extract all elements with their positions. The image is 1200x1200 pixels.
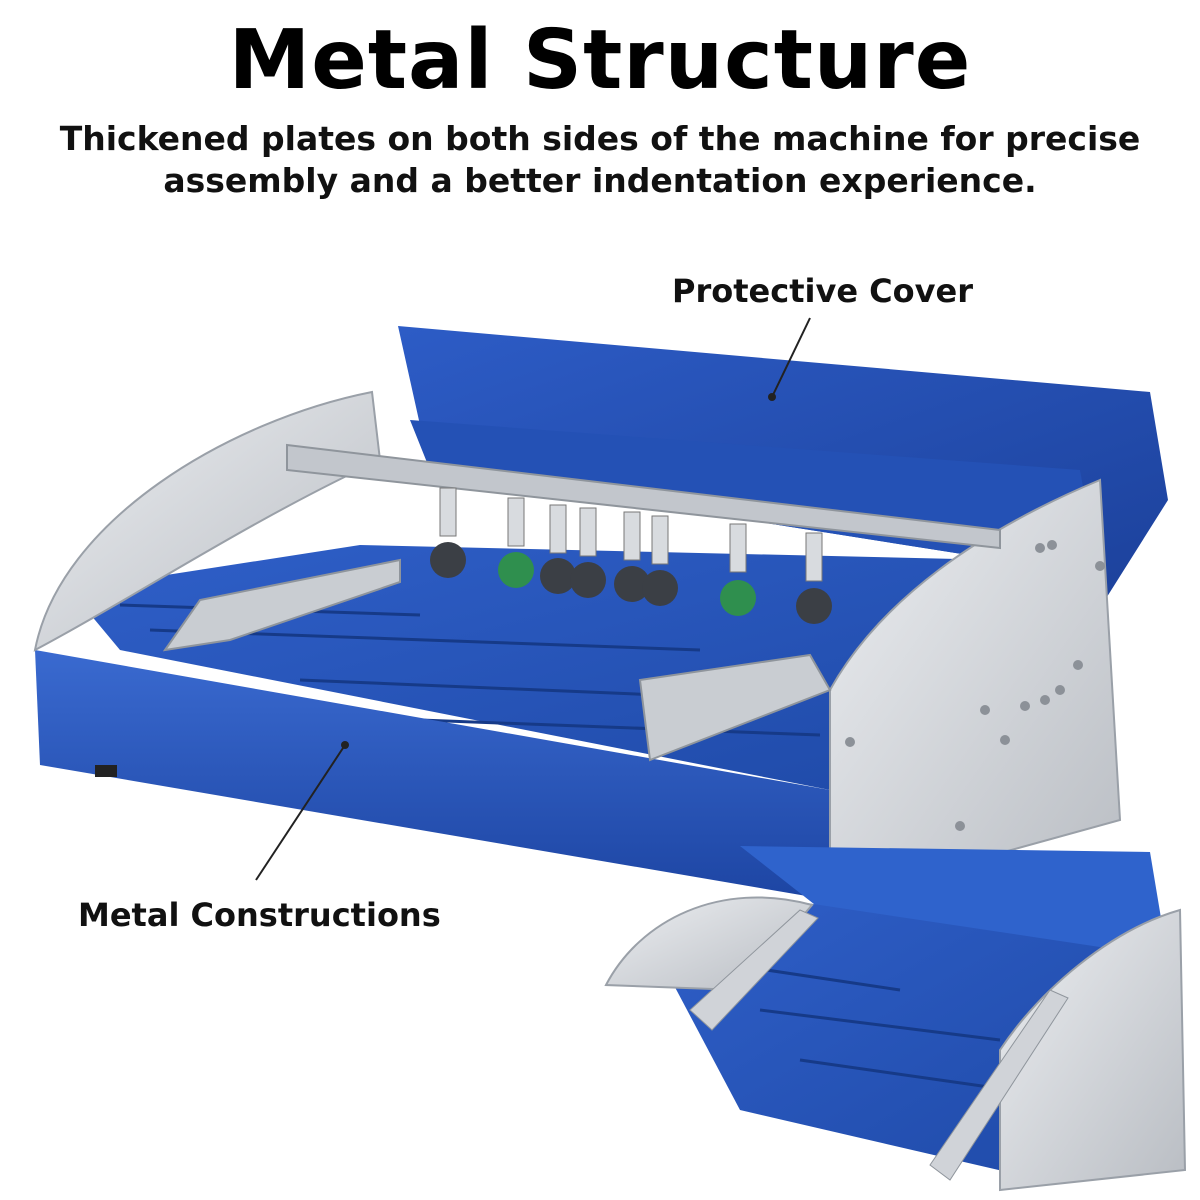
page-subtitle: Thickened plates on both sides of the ma… (0, 118, 1200, 202)
left-paper-guide (162, 558, 401, 652)
subtitle-line-1: Thickened plates on both sides of the ma… (59, 119, 1141, 158)
metal-constructions-leader (255, 744, 346, 881)
right-paper-guide (638, 653, 832, 762)
metal-constructions-label: Metal Constructions (78, 896, 441, 934)
secondary-machine (604, 846, 1187, 1192)
small-guide-left (689, 909, 819, 1031)
small-guide-right (929, 989, 1069, 1181)
right-side-plate (829, 478, 1122, 902)
protective-cover-inner (410, 420, 1110, 640)
front-body (35, 650, 830, 900)
small-left-plate (604, 896, 814, 992)
top-rail (286, 443, 1001, 550)
creasing-heads (430, 487, 832, 624)
page-title: Metal Structure (228, 13, 972, 108)
subtitle-line-2: assembly and a better indentation experi… (163, 161, 1037, 201)
foot-left (95, 765, 117, 777)
protective-cover-leader (771, 317, 811, 398)
protective-cover-label: Protective Cover (672, 272, 973, 310)
small-right-plate (999, 908, 1187, 1192)
main-machine (33, 326, 1168, 912)
